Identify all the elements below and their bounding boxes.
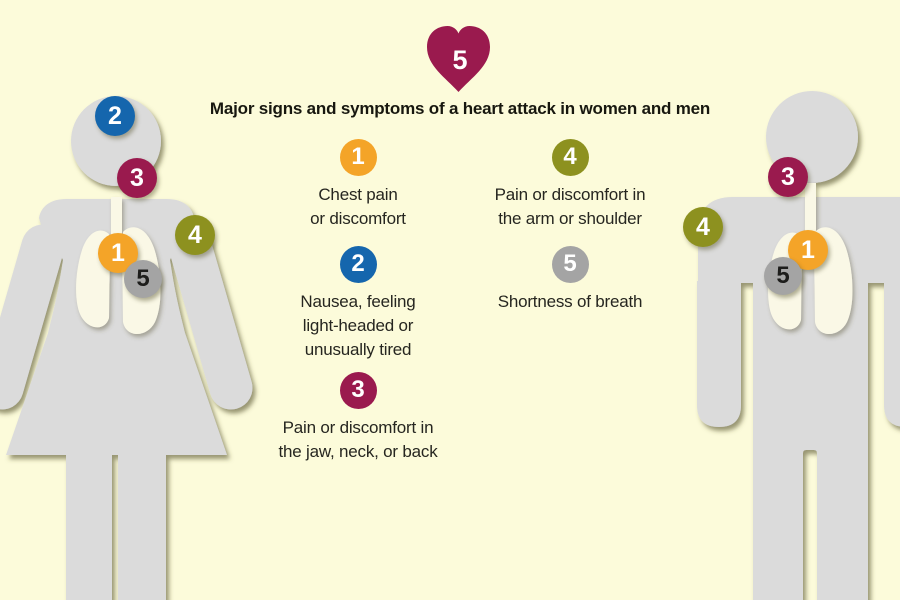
symptom-3-text: Pain or discomfort in the jaw, neck, or … xyxy=(243,416,473,464)
symptom-5-text: Shortness of breath xyxy=(455,290,685,314)
man-left-arm xyxy=(697,281,741,427)
symptom-2-number: 2 xyxy=(351,250,365,277)
man-marker-5: 5 xyxy=(764,257,802,295)
heart-icon xyxy=(427,26,490,92)
woman-left-leg xyxy=(66,440,112,600)
woman-left-arm xyxy=(0,224,65,410)
symptom-3-line-2: the jaw, neck, or back xyxy=(278,442,438,461)
woman-lungs xyxy=(76,227,161,334)
woman-marker-5: 5 xyxy=(124,260,162,298)
woman-marker-3: 3 xyxy=(117,158,157,198)
woman-marker-4: 4 xyxy=(175,215,215,255)
symptom-3-badge: 3 xyxy=(339,371,377,409)
page-title: Major signs and symptoms of a heart atta… xyxy=(209,99,711,118)
woman-figure xyxy=(0,96,253,600)
woman-trachea xyxy=(111,197,122,259)
symptom-3-line-1: Pain or discomfort in xyxy=(282,418,434,437)
symptom-5-line-1: Shortness of breath xyxy=(497,292,643,311)
man-marker-4: 4 xyxy=(683,207,723,247)
symptom-4-line-2: the arm or shoulder xyxy=(498,209,642,228)
symptom-1-line-1: Chest pain xyxy=(318,185,398,204)
symptom-4-line-1: Pain or discomfort in xyxy=(494,185,646,204)
symptom-5-number: 5 xyxy=(563,250,577,277)
man-right-arm xyxy=(884,281,900,427)
symptom-4-text: Pain or discomfort in the arm or shoulde… xyxy=(455,183,685,231)
symptom-1-line-2: or discomfort xyxy=(310,209,406,228)
symptom-2-line-1: Nausea, feeling xyxy=(300,292,416,311)
woman-right-arm xyxy=(168,224,253,410)
heart-number: 5 xyxy=(452,45,468,75)
symptom-3-number: 3 xyxy=(351,376,365,403)
symptom-2-line-3: unusually tired xyxy=(304,340,412,359)
symptom-2-text: Nausea, feeling light-headed or unusuall… xyxy=(243,290,473,362)
man-trachea xyxy=(805,183,816,253)
symptom-2-badge: 2 xyxy=(339,245,377,283)
symptom-5-badge: 5 xyxy=(551,245,589,283)
woman-right-leg xyxy=(118,440,166,600)
woman-marker-2: 2 xyxy=(95,96,135,136)
symptom-1-text: Chest pain or discomfort xyxy=(243,183,473,231)
symptom-4-badge: 4 xyxy=(551,138,589,176)
woman-dress xyxy=(6,199,227,455)
symptom-1-badge: 1 xyxy=(339,138,377,176)
man-marker-3: 3 xyxy=(768,157,808,197)
symptom-2-line-2: light-headed or xyxy=(302,316,414,335)
symptom-1-number: 1 xyxy=(351,143,365,170)
symptom-4-number: 4 xyxy=(563,143,577,170)
man-torso xyxy=(753,281,868,600)
